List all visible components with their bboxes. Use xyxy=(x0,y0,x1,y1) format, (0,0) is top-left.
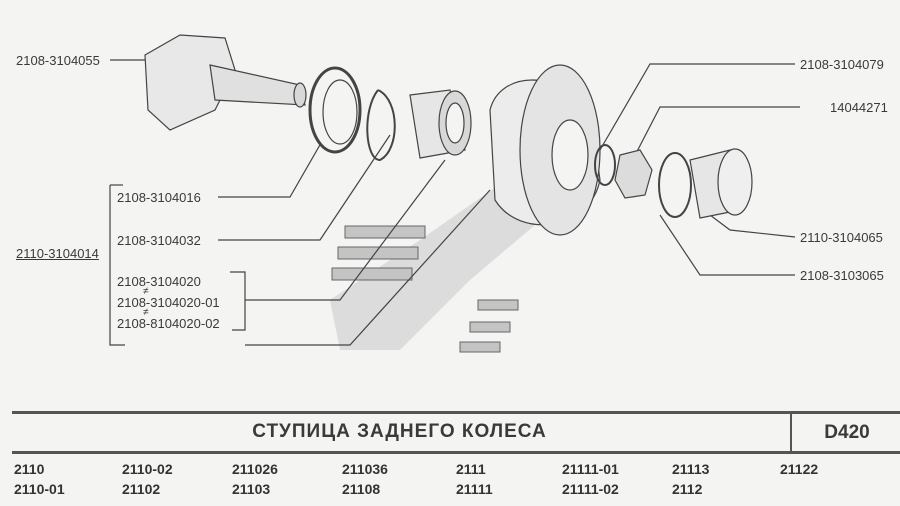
model-item: 211036 xyxy=(342,461,388,477)
model-item: 2111 xyxy=(456,461,486,477)
model-item: 21122 xyxy=(780,461,819,477)
part-label-cap: 2110-3104065 xyxy=(800,230,883,245)
exploded-view-drawing xyxy=(109,34,800,353)
part-label-retaining-ring: 2108-3104032 xyxy=(117,233,201,248)
part-label-axle: 2108-3104055 xyxy=(16,53,100,68)
watermark-stripes xyxy=(331,225,519,353)
model-item: 211026 xyxy=(232,461,278,477)
model-item: 2112 xyxy=(672,481,703,497)
model-item: 21111-01 xyxy=(562,461,619,477)
diagram-title: СТУПИЦА ЗАДНЕГО КОЛЕСА xyxy=(252,421,547,442)
not-interchangeable-mark: ≠ xyxy=(143,286,149,297)
part-label-bearing-2: 2108-3104020-01 xyxy=(117,295,220,310)
part-label-o-ring: 2108-3103065 xyxy=(800,268,884,283)
model-item: 21108 xyxy=(342,481,381,497)
part-label-assembly: 2110-3104014 xyxy=(16,246,99,261)
part-label-oil-seal: 2108-3104016 xyxy=(117,190,201,205)
model-item: 2110-01 xyxy=(14,481,65,497)
model-item: 2110 xyxy=(14,461,45,477)
model-item: 21111-02 xyxy=(562,481,619,497)
model-item: 21102 xyxy=(122,481,161,497)
part-label-washer: 2108-3104079 xyxy=(800,57,884,72)
part-label-bearing-3: 2108-8104020-02 xyxy=(117,316,220,331)
model-item: 2110-02 xyxy=(122,461,173,477)
not-interchangeable-mark: ≠ xyxy=(143,307,149,318)
part-label-nut: 14044271 xyxy=(830,100,888,115)
part-label-bearing-1: 2108-3104020 xyxy=(117,274,201,289)
title-band: СТУПИЦА ЗАДНЕГО КОЛЕСА D420 xyxy=(12,411,900,454)
model-item: 21113 xyxy=(672,461,710,477)
model-item: 21111 xyxy=(456,481,493,497)
diagram-code: D420 xyxy=(790,414,900,451)
model-item: 21103 xyxy=(232,481,271,497)
